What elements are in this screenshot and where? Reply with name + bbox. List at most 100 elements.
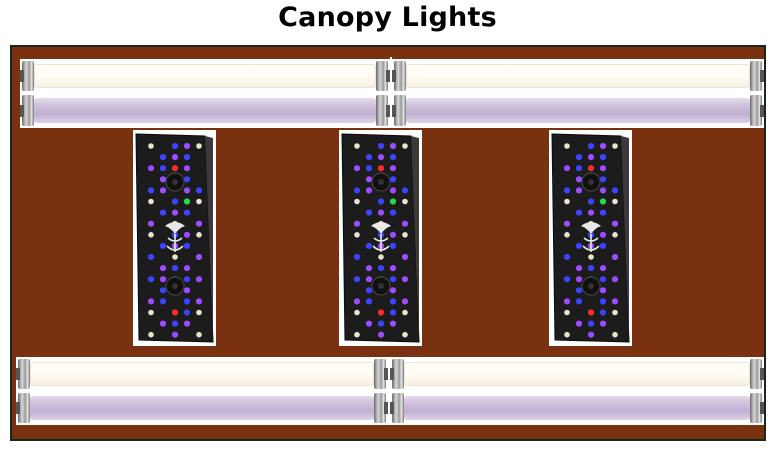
tube-top-left-actinic	[20, 93, 390, 128]
led-blue	[599, 276, 607, 283]
led-violet	[599, 231, 607, 238]
led-white	[148, 232, 154, 238]
led-violet	[389, 187, 397, 194]
led-violet	[195, 253, 203, 261]
led-violet	[353, 165, 361, 172]
led-blue	[365, 165, 373, 172]
led-white	[612, 331, 618, 338]
led-violet	[171, 209, 179, 216]
led-violet	[171, 154, 179, 161]
led-blue	[147, 276, 155, 283]
led-white	[196, 331, 202, 338]
led-white	[354, 331, 360, 338]
led-violet	[563, 298, 571, 305]
led-blue	[365, 154, 373, 161]
led-violet	[611, 276, 619, 283]
led-violet	[195, 298, 203, 305]
led-red	[171, 309, 179, 316]
led-violet	[563, 165, 571, 172]
led-blue	[377, 320, 385, 327]
led-violet	[183, 265, 191, 272]
led-violet	[575, 176, 583, 183]
led-green	[599, 198, 607, 205]
led-violet	[195, 276, 203, 283]
led-violet	[599, 287, 607, 294]
led-blue	[389, 154, 397, 161]
led-blue	[171, 142, 179, 150]
led-violet	[389, 231, 397, 238]
led-violet	[587, 154, 595, 161]
led-violet	[365, 276, 373, 283]
led-violet	[183, 231, 191, 238]
led-violet	[599, 142, 607, 150]
led-violet	[401, 253, 409, 261]
led-blue	[599, 309, 607, 316]
led-fixture-graphic	[551, 133, 630, 343]
led-violet	[183, 165, 191, 172]
led-violet	[377, 331, 385, 338]
led-violet	[401, 298, 409, 305]
led-fixture-graphic	[135, 133, 214, 343]
led-white	[402, 198, 408, 205]
led-white	[354, 198, 360, 205]
logo-crest	[165, 222, 185, 234]
led-white	[354, 143, 360, 149]
led-blue	[389, 242, 397, 249]
led-blue	[599, 242, 607, 249]
led-blue	[599, 209, 607, 216]
led-blue	[171, 265, 179, 272]
led-white	[402, 331, 408, 338]
led-white	[402, 232, 408, 238]
led-blue	[575, 298, 583, 305]
led-violet	[575, 276, 583, 283]
led-violet	[575, 320, 583, 327]
bottom-tube-divider	[388, 357, 390, 425]
led-violet	[563, 220, 571, 227]
led-blue	[389, 209, 397, 216]
led-blue	[599, 298, 607, 305]
led-white	[564, 232, 570, 238]
led-blue	[575, 209, 583, 216]
led-array	[563, 142, 619, 338]
led-white	[402, 309, 408, 316]
led-blue	[365, 242, 373, 249]
fan-hub	[378, 179, 384, 185]
led-violet	[147, 165, 155, 172]
led-blue	[365, 298, 373, 305]
led-blue	[587, 198, 595, 205]
led-white	[564, 198, 570, 205]
tube-top-left-daylight	[20, 59, 390, 93]
tube-bottom-right-daylight	[390, 357, 764, 391]
tube-top-right-actinic	[392, 93, 764, 128]
led-violet	[159, 276, 167, 283]
led-blue	[563, 253, 571, 261]
led-violet	[611, 253, 619, 261]
led-violet	[353, 220, 361, 227]
led-violet	[389, 165, 397, 172]
led-blue	[147, 253, 155, 261]
fan-hub	[378, 283, 384, 289]
led-violet	[183, 187, 191, 194]
led-white	[196, 232, 202, 238]
led-white	[564, 309, 570, 316]
led-blue	[599, 176, 607, 183]
led-array	[147, 142, 203, 338]
led-blue	[353, 253, 361, 261]
logo-mark	[372, 234, 390, 252]
led-violet	[389, 142, 397, 150]
led-blue	[183, 309, 191, 316]
led-white	[612, 198, 618, 205]
led-blue	[159, 154, 167, 161]
led-violet	[389, 265, 397, 272]
led-violet	[401, 220, 409, 227]
led-violet	[159, 265, 167, 272]
led-blue	[389, 176, 397, 183]
led-violet	[599, 187, 607, 194]
led-blue	[611, 187, 619, 194]
led-blue	[353, 276, 361, 283]
led-blue	[195, 187, 203, 194]
led-violet	[587, 209, 595, 216]
fixture-edge	[411, 136, 419, 342]
led-blue	[171, 320, 179, 327]
tube-bottom-left-actinic	[16, 391, 388, 425]
